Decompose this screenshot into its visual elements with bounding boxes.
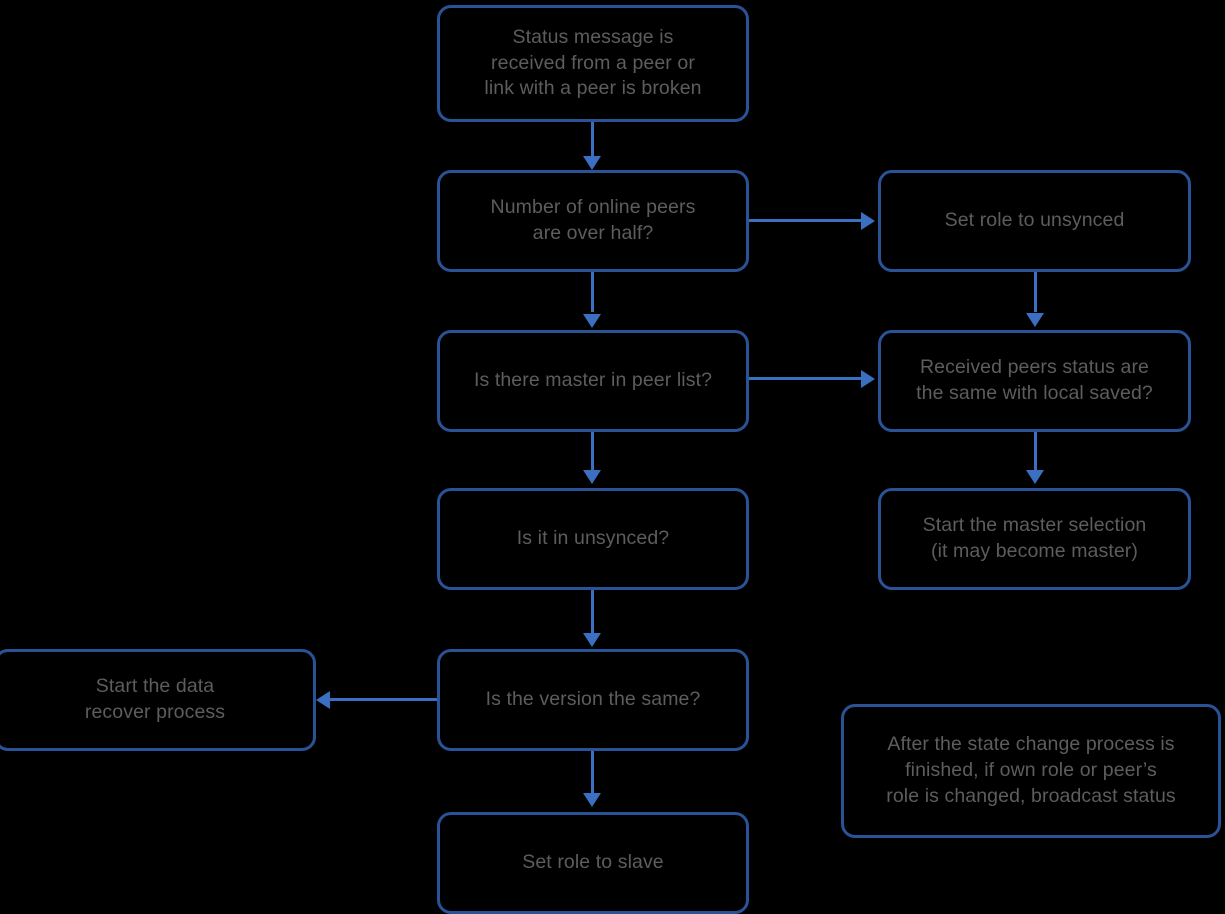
node-master-in-peer-list[interactable]: Is there master in peer list? bbox=[437, 330, 749, 432]
node-start-master-selection[interactable]: Start the master selection (it may becom… bbox=[878, 488, 1191, 590]
edge-online-peers-to-set-role-unsynced bbox=[749, 219, 861, 222]
arrowhead-right-to-peers-status bbox=[861, 370, 875, 388]
node-online-peers-over-half[interactable]: Number of online peers are over half? bbox=[437, 170, 749, 272]
arrowhead-down-to-peers-status-vertical bbox=[1026, 313, 1044, 327]
node-set-role-to-unsynced[interactable]: Set role to unsynced bbox=[878, 170, 1191, 272]
edge-peers-status-to-master-selection bbox=[1034, 430, 1037, 470]
arrowhead-right-to-set-role-unsynced bbox=[861, 212, 875, 230]
node-start-data-recover-process[interactable]: Start the data recover process bbox=[0, 649, 316, 751]
arrowhead-down-to-is-version-same bbox=[583, 633, 601, 647]
arrowhead-left-to-data-recover bbox=[316, 691, 330, 709]
arrowhead-down-to-master-selection bbox=[1026, 470, 1044, 484]
edge-master-in-peer-list-to-peers-status bbox=[749, 377, 861, 380]
edge-is-version-same-to-set-role-slave bbox=[591, 750, 594, 796]
node-is-version-the-same[interactable]: Is the version the same? bbox=[437, 649, 749, 751]
node-status-message-received[interactable]: Status message is received from a peer o… bbox=[437, 5, 749, 122]
node-set-role-to-slave[interactable]: Set role to slave bbox=[437, 812, 749, 914]
arrowhead-down-to-master-in-peer-list bbox=[583, 314, 601, 328]
node-is-it-in-unsynced[interactable]: Is it in unsynced? bbox=[437, 488, 749, 590]
edge-status-message-to-online-peers bbox=[591, 120, 594, 160]
node-peers-status-same-as-local[interactable]: Received peers status are the same with … bbox=[878, 330, 1191, 432]
arrowhead-down-to-is-it-unsynced bbox=[583, 470, 601, 484]
edge-set-role-unsynced-to-peers-status bbox=[1034, 270, 1037, 312]
arrowhead-down-to-set-role-slave bbox=[583, 793, 601, 807]
node-broadcast-status-note[interactable]: After the state change process is finish… bbox=[841, 704, 1221, 838]
edge-online-peers-to-master-in-peer-list bbox=[591, 270, 594, 312]
edge-master-in-peer-list-to-is-it-unsynced bbox=[591, 430, 594, 470]
arrowhead-down-to-online-peers bbox=[583, 156, 601, 170]
edge-is-it-unsynced-to-is-version-same bbox=[591, 589, 594, 635]
edge-is-version-same-to-data-recover bbox=[330, 698, 440, 701]
